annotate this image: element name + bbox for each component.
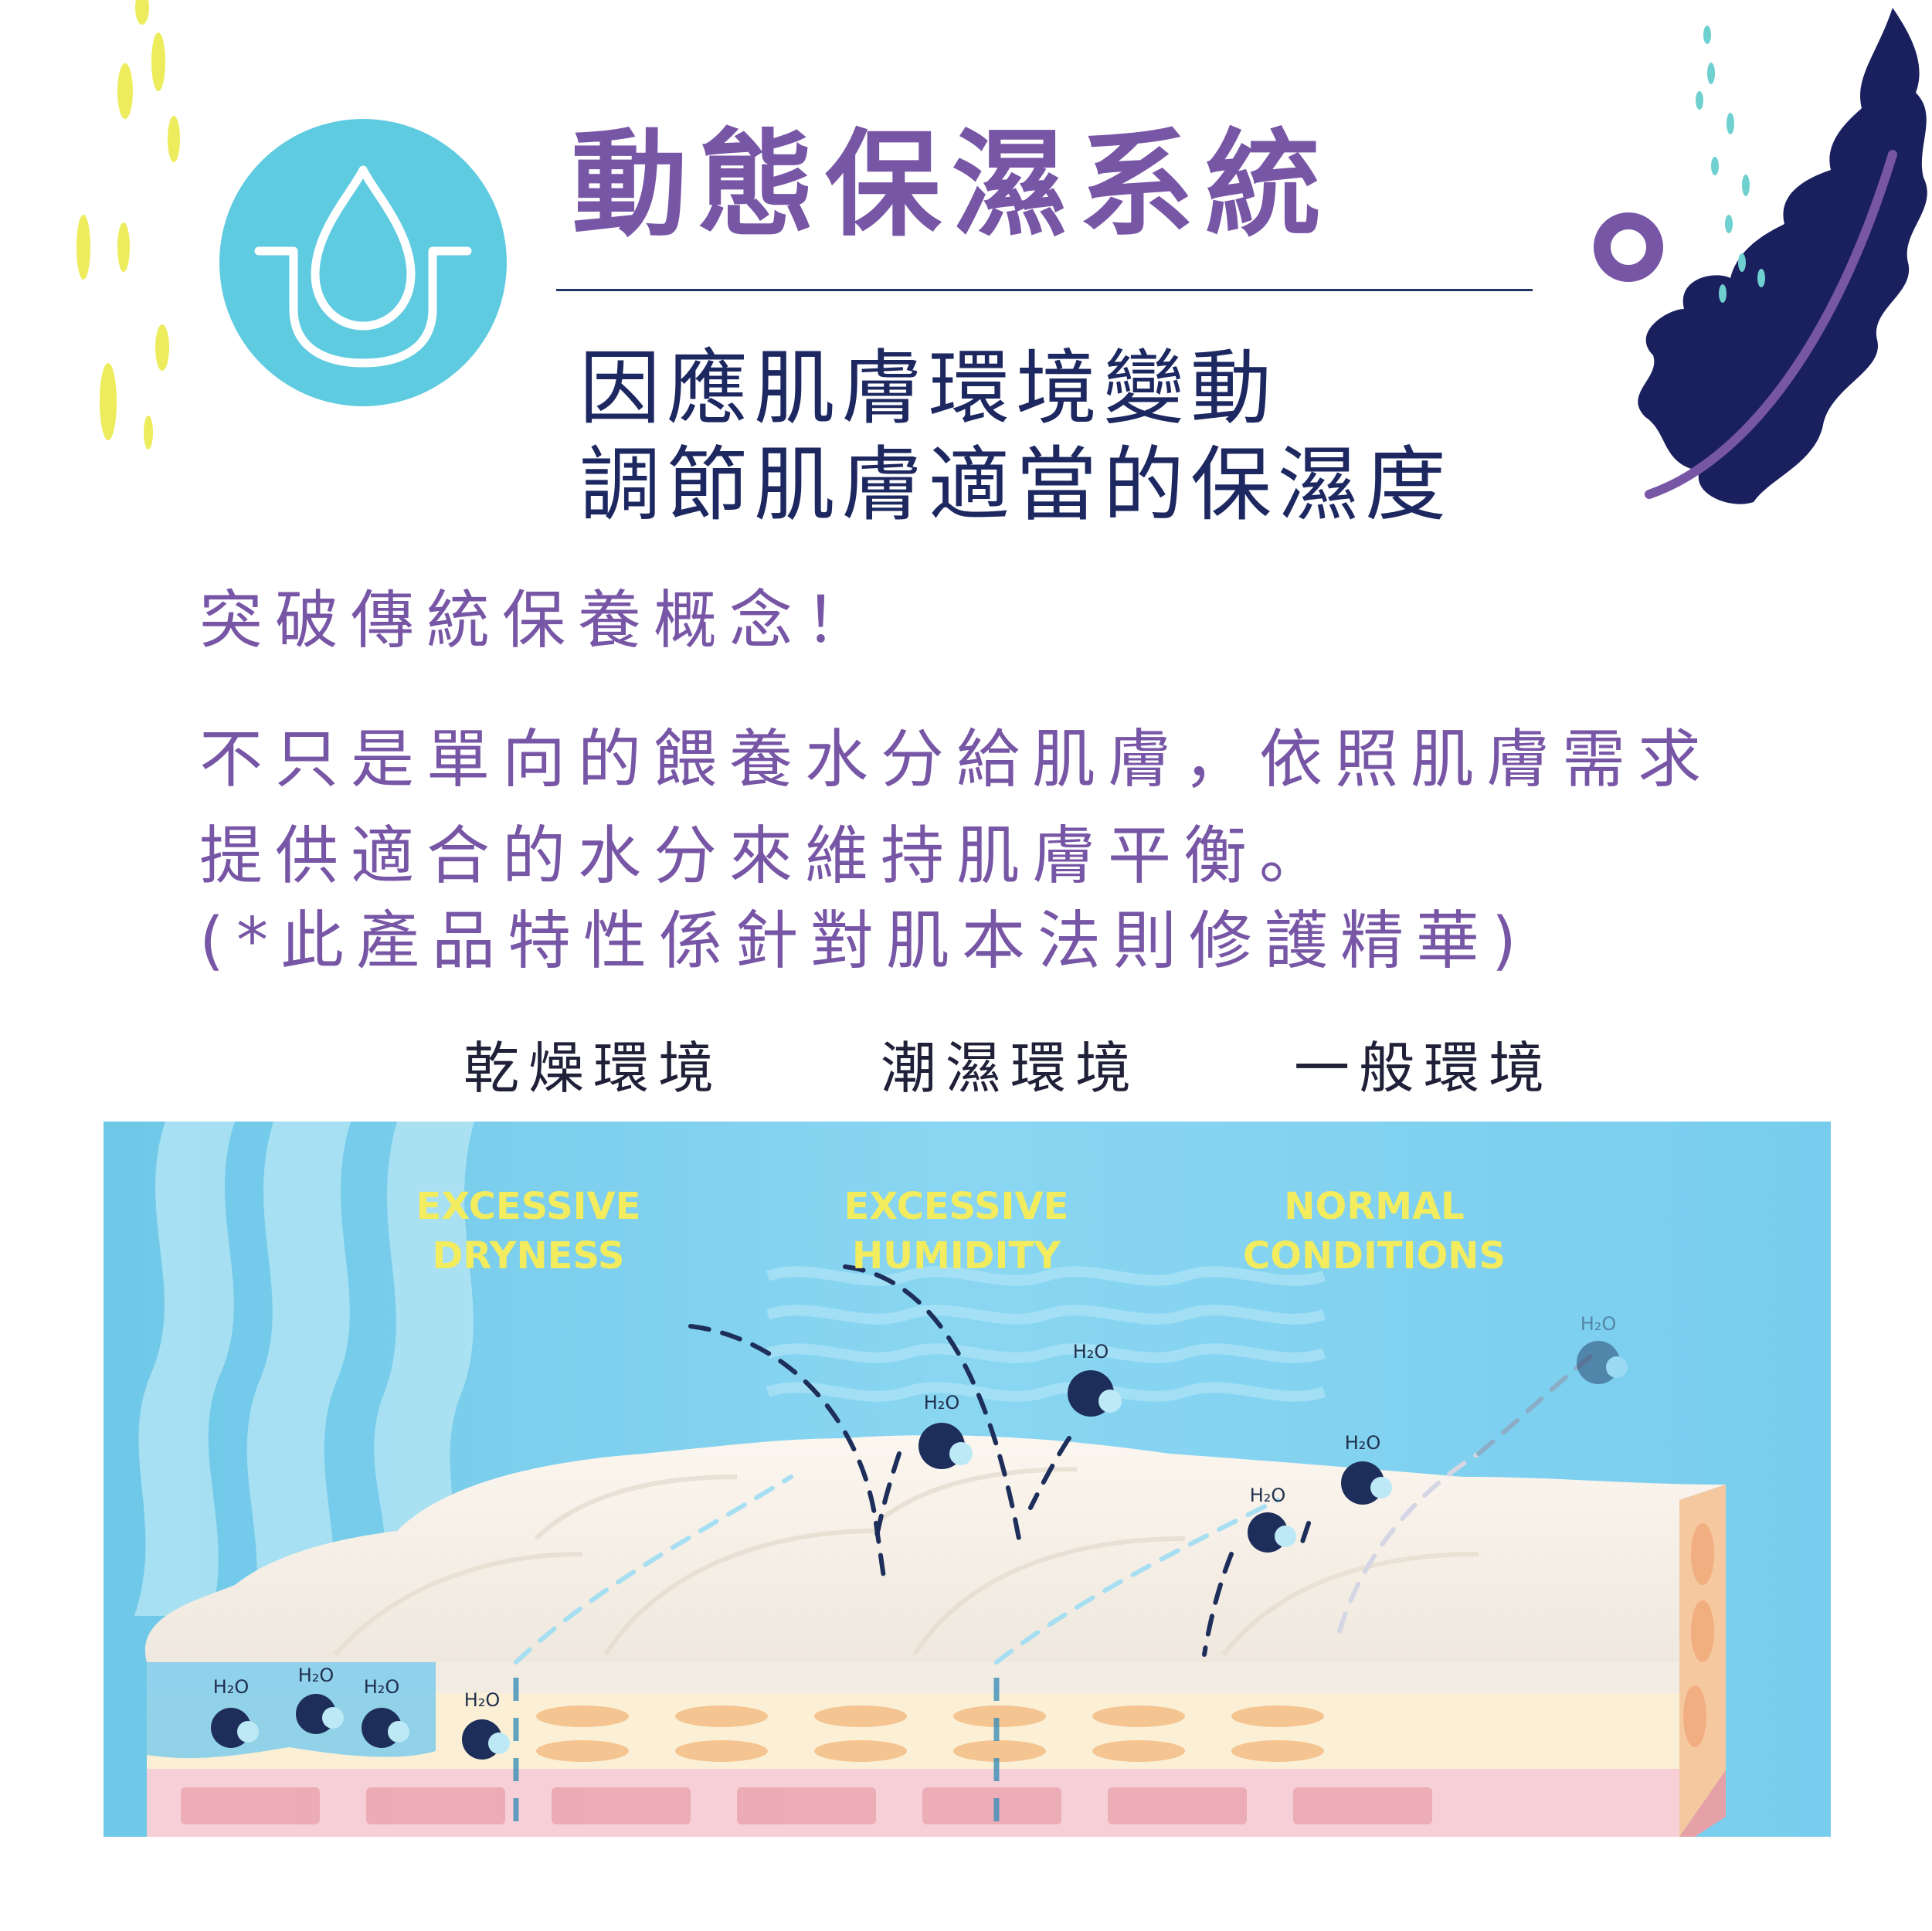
body-paragraph-line-1: 不只是單向的餵養水分給肌膚，依照肌膚需求 [199, 723, 1714, 796]
h2o-label: H₂O [298, 1665, 334, 1686]
leaf-decoration [1594, 8, 1927, 504]
page-title: 動態保濕系統 [572, 118, 1333, 253]
water-drop-icon [219, 119, 507, 406]
water-molecule-normal-3: H₂O [1577, 1313, 1628, 1384]
water-molecule-normal-1: H₂O [1248, 1485, 1296, 1553]
water-molecule-dry-2: H₂O [296, 1665, 344, 1734]
caption-dry-line-1: EXCESSIVE [416, 1185, 641, 1228]
dry-incoming-arc [688, 1324, 878, 1525]
water-molecule-dry-4: H₂O [462, 1689, 510, 1760]
caption-dry-line-2: DRYNESS [433, 1234, 625, 1278]
caption-normal-line-1: NORMAL [1284, 1185, 1464, 1228]
normal-trajectory [994, 1498, 1280, 1665]
h2o-label: H₂O [924, 1392, 960, 1413]
caption-normal-line-2: CONDITIONS [1243, 1234, 1506, 1278]
steam-swirls [134, 1122, 474, 1631]
skin-diagram: EXCESSIVE DRYNESS EXCESSIVE HUMIDITY NOR… [104, 1122, 1831, 1837]
h2o-label: H₂O [464, 1689, 501, 1711]
title-divider [556, 289, 1533, 291]
skin-cells [536, 1705, 1324, 1762]
env-label-dry: 乾燥環境 [463, 1036, 724, 1101]
h2o-label: H₂O [213, 1676, 250, 1698]
subtitle-line-2: 調節肌膚適當的保濕度 [579, 438, 1453, 532]
h2o-label: H₂O [364, 1676, 400, 1698]
env-label-humid: 潮濕環境 [881, 1036, 1141, 1101]
water-molecule-dry-3: H₂O [362, 1676, 409, 1748]
yellow-dash-decoration [76, 0, 180, 450]
body-headline: 突破傳統保養概念！ [199, 584, 881, 657]
env-label-normal: 一般環境 [1294, 1036, 1554, 1101]
h2o-label: H₂O [1581, 1313, 1617, 1335]
caption-humid-line-1: EXCESSIVE [844, 1185, 1069, 1228]
water-molecule-humid-1: H₂O [918, 1392, 973, 1469]
body-note: (*此產品特性係針對肌本法則修護精華) [199, 904, 1529, 978]
dry-trajectory [514, 1475, 793, 1665]
h2o-label: H₂O [1250, 1485, 1286, 1506]
h2o-label: H₂O [1073, 1341, 1109, 1363]
skin-top-surface [144, 1435, 1726, 1662]
water-molecule-normal-2: H₂O [1341, 1432, 1392, 1505]
subtitle-line-1: 因應肌膚環境變動 [579, 341, 1278, 436]
h2o-label: H₂O [1345, 1432, 1381, 1454]
body-paragraph-line-2: 提供適合的水分來維持肌膚平衡。 [199, 820, 1336, 893]
humid-arc [843, 1264, 1021, 1541]
humidity-waves [766, 1266, 1326, 1402]
water-molecule-dry-1: H₂O [211, 1676, 259, 1748]
deep-cells [181, 1787, 1432, 1824]
caption-humid-line-2: HUMIDITY [852, 1234, 1061, 1278]
water-molecule-humid-2: H₂O [1068, 1341, 1122, 1417]
